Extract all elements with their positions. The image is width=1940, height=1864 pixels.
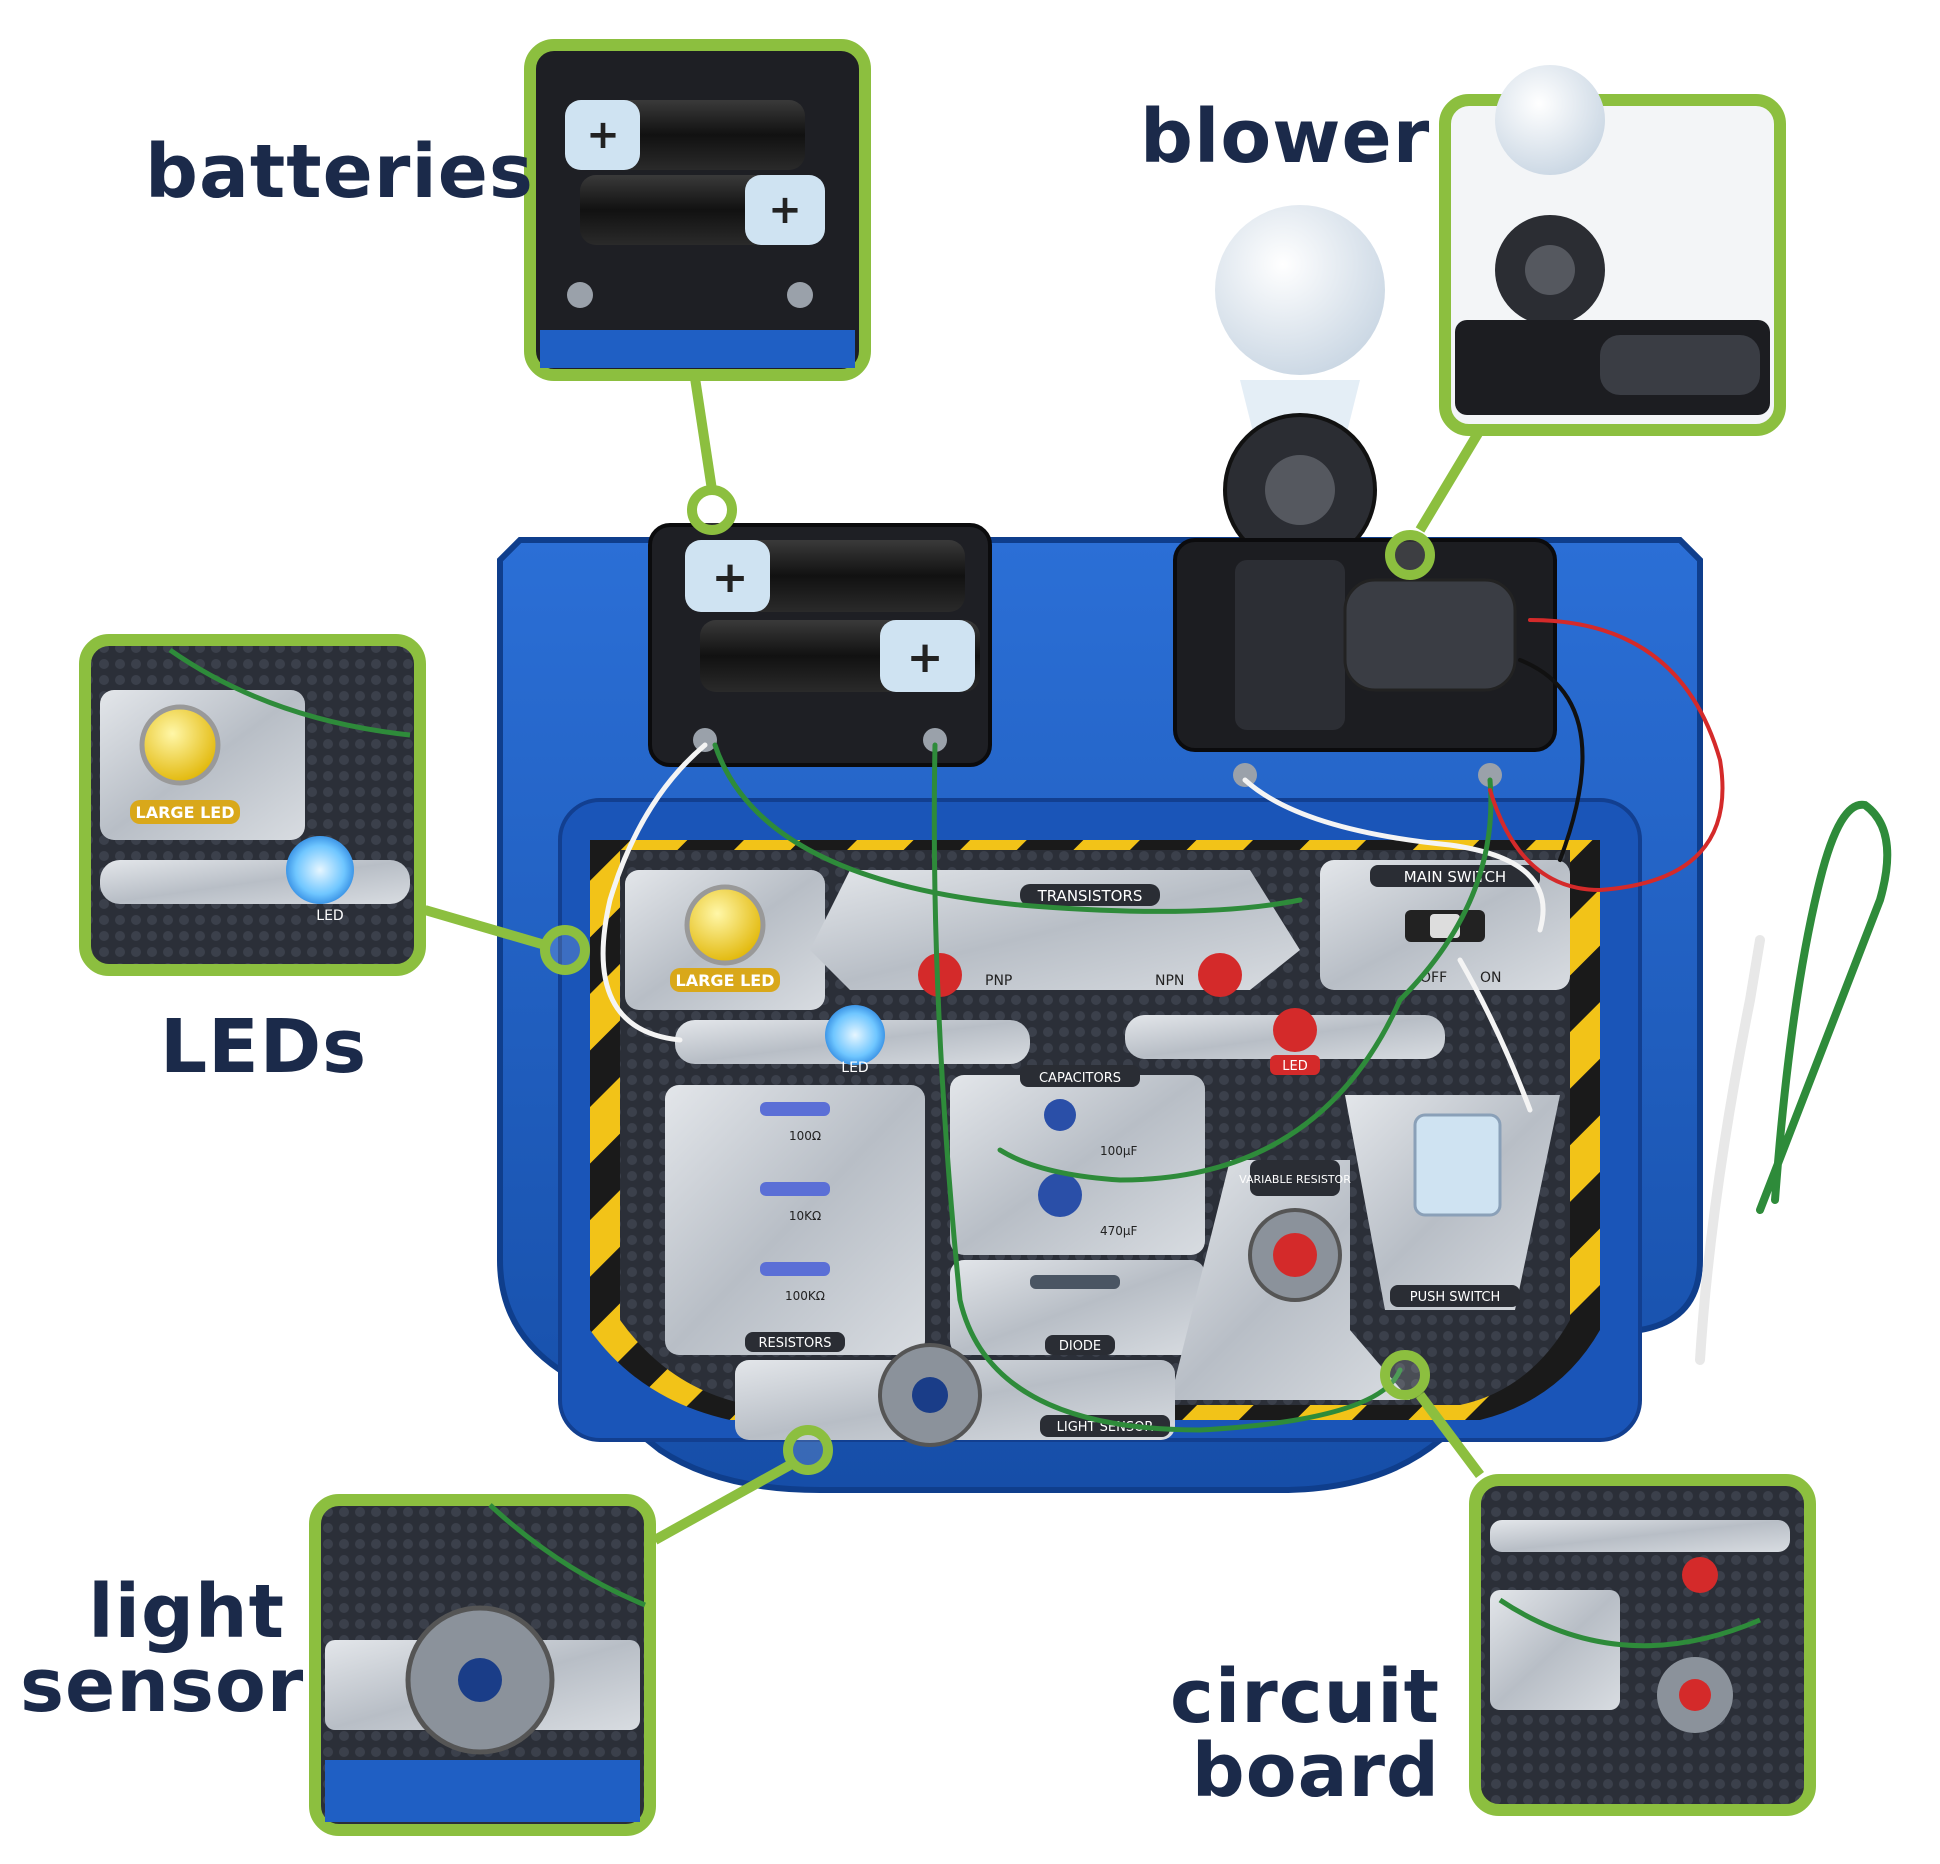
circuit-board-label-line1: circuit — [1169, 1654, 1440, 1740]
light-sensor-plate: LIGHT SENSOR — [735, 1343, 1175, 1447]
circuit-board-label-line2: board — [1191, 1728, 1440, 1814]
diode-label: DIODE — [1059, 1339, 1101, 1354]
diode-plate: DIODE — [950, 1260, 1205, 1355]
large-led-label: LARGE LED — [676, 971, 775, 990]
blower-label: blower — [1140, 94, 1431, 180]
svg-text:+: + — [907, 632, 944, 683]
main-switch-label: MAIN SWITCH — [1404, 868, 1506, 886]
inset-led-label: LED — [316, 908, 343, 924]
transistor-plate: TRANSISTORS PNP NPN — [810, 870, 1300, 997]
pnp-label: PNP — [985, 973, 1012, 989]
light-sensor-label-line1: light — [88, 1569, 285, 1655]
small-led-strip: LED — [1125, 1008, 1445, 1075]
light-sensor-label: light sensor — [20, 1569, 305, 1729]
push-switch-plate: PUSH SWITCH — [1345, 1095, 1560, 1310]
svg-text:+: + — [768, 187, 802, 233]
battery-holder: + + — [648, 523, 992, 767]
callout-connectors — [423, 377, 1485, 1545]
transistors-label: TRANSISTORS — [1037, 887, 1143, 905]
large-led-plate: LARGE LED — [625, 870, 825, 1010]
svg-text:+: + — [586, 112, 620, 158]
npn-label: NPN — [1155, 973, 1184, 989]
light-sensor-label-line2: sensor — [20, 1643, 305, 1729]
board-wires — [600, 618, 1725, 1433]
leds-label: LEDs — [160, 1004, 368, 1090]
circuit-board-inset — [1469, 1474, 1816, 1816]
push-switch-label: PUSH SWITCH — [1410, 1290, 1501, 1305]
resistor-2-value: 10KΩ — [789, 1209, 821, 1223]
capacitor-1-value: 100µF — [1100, 1144, 1138, 1158]
small-led-label: LED — [1282, 1059, 1307, 1074]
resistors-label: RESISTORS — [758, 1336, 831, 1351]
batteries-label: batteries — [145, 129, 534, 215]
blower-inset — [1439, 65, 1786, 436]
main-switch-plate: MAIN SWITCH OFF ON — [1320, 860, 1570, 990]
on-label: ON — [1480, 970, 1502, 986]
resistor-1-value: 100Ω — [789, 1129, 821, 1143]
capacitors-plate: CAPACITORS 100µF 470µF — [950, 1065, 1205, 1255]
variable-resistor-plate: VARIABLE RESISTOR — [1170, 1160, 1410, 1400]
blower-unit — [1173, 205, 1557, 787]
svg-text:+: + — [712, 552, 749, 603]
leds-inset: LARGE LED LED — [79, 634, 426, 976]
resistor-3-value: 100KΩ — [785, 1289, 825, 1303]
batteries-inset: + + — [524, 39, 871, 381]
variable-resistor-label: VARIABLE RESISTOR — [1239, 1173, 1351, 1186]
led-label: LED — [841, 1060, 868, 1076]
capacitors-label: CAPACITORS — [1039, 1071, 1121, 1086]
circuit-board-label: circuit board — [1160, 1660, 1440, 1808]
inset-large-led-label: LARGE LED — [136, 803, 235, 822]
light-sensor-inset — [309, 1494, 656, 1836]
capacitor-2-value: 470µF — [1100, 1224, 1138, 1238]
spare-wires — [1695, 800, 1892, 1365]
resistors-plate: 100Ω 10KΩ 100KΩ RESISTORS — [665, 1085, 925, 1355]
